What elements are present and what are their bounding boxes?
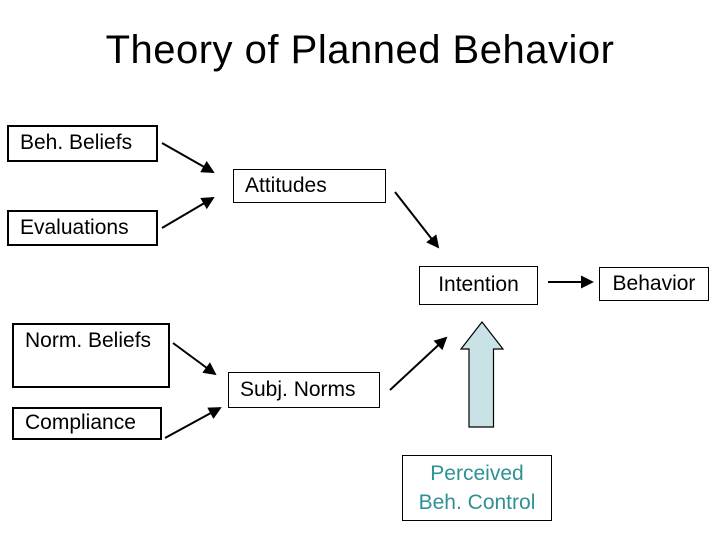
node-norm-beliefs-label: Norm. Beliefs <box>25 329 152 352</box>
arrow-compliance-to-subj-norms <box>164 407 222 439</box>
node-perceived-label-line1: Perceived <box>430 462 524 485</box>
arrow-evaluations-to-attitudes <box>161 197 215 229</box>
node-perceived-beh-control: Perceived Beh. Control <box>402 455 552 521</box>
node-intention-label: Intention <box>438 273 519 297</box>
node-attitudes-label: Attitudes <box>245 173 327 197</box>
node-norm-beliefs: Norm. Beliefs <box>12 323 170 388</box>
node-beh-beliefs: Beh. Beliefs <box>7 125 158 162</box>
node-subj-norms-label: Subj. Norms <box>240 377 356 401</box>
node-intention: Intention <box>419 266 538 305</box>
node-compliance-label: Compliance <box>25 411 136 435</box>
node-subj-norms: Subj. Norms <box>228 372 380 408</box>
arrow-norm-beliefs-to-subj-norms <box>172 342 217 376</box>
node-attitudes: Attitudes <box>233 169 386 203</box>
node-beh-beliefs-label: Beh. Beliefs <box>20 131 133 155</box>
node-behavior: Behavior <box>599 267 709 301</box>
node-evaluations-label: Evaluations <box>20 215 129 239</box>
node-evaluations: Evaluations <box>7 210 158 246</box>
slide-title: Theory of Planned Behavior <box>105 28 615 72</box>
block-arrow-perceived-to-intention <box>459 321 505 428</box>
arrow-attitudes-to-intention <box>394 191 440 249</box>
node-behavior-label: Behavior <box>612 271 696 295</box>
arrow-beh-beliefs-to-attitudes <box>161 142 215 173</box>
node-compliance: Compliance <box>12 407 162 440</box>
node-perceived-label-line2: Beh. Control <box>418 491 536 514</box>
arrow-subj-norms-to-intention <box>389 336 448 391</box>
